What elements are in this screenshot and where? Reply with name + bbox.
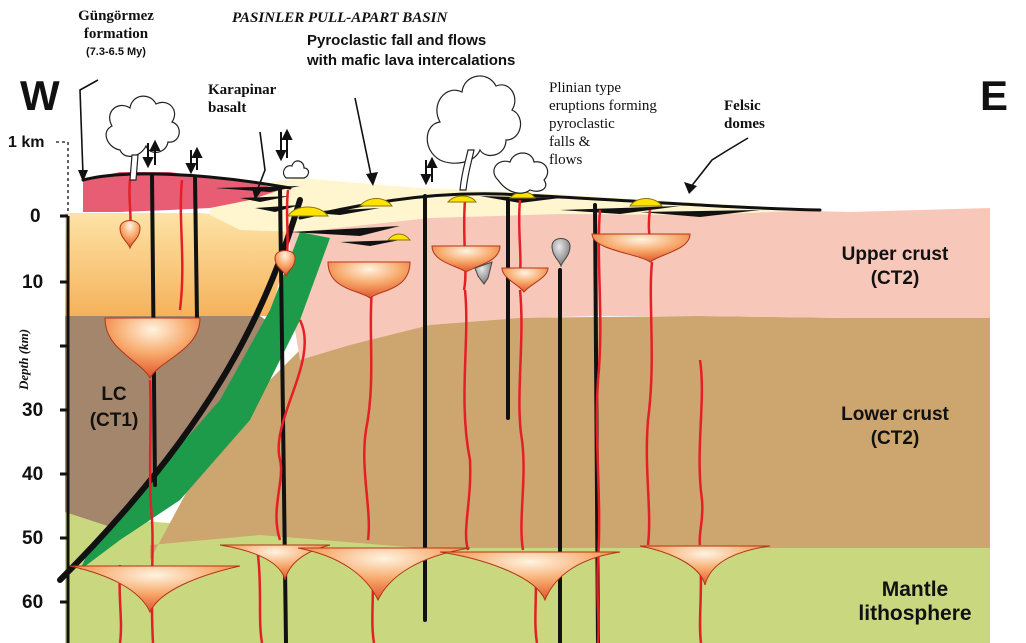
upper-crust-label-2: (CT2) — [820, 268, 970, 290]
depth-tick-50: 50 — [22, 528, 43, 550]
depth-tick-60: 60 — [22, 592, 43, 614]
mantle-label-1: Mantle — [840, 578, 990, 602]
depth-tick-30: 30 — [22, 400, 43, 422]
plinian-label-1: Plinian type — [549, 80, 621, 97]
depth-tick-40: 40 — [22, 464, 43, 486]
lower-crust-label-1: Lower crust — [820, 404, 970, 426]
gungormez-age: (7.3-6.5 My) — [56, 46, 176, 59]
west-label: W — [20, 72, 60, 120]
karapinar-label-2: basalt — [208, 100, 246, 117]
plinian-label-2: eruptions forming — [549, 98, 657, 115]
pyroclastic-label-2: with mafic lava intercalations — [307, 52, 515, 69]
depth-tick-0: 0 — [30, 206, 41, 228]
gungormez-label-2: formation — [56, 26, 176, 43]
gungormez-label: Güngörmez — [56, 8, 176, 25]
one-km-leader — [56, 142, 68, 212]
basin-title: PASINLER PULL-APART BASIN — [232, 10, 447, 27]
lower-crust-label-2: (CT2) — [820, 428, 970, 450]
east-label: E — [980, 72, 1008, 120]
felsic-label-2: domes — [724, 116, 765, 133]
felsic-label-1: Felsic — [724, 98, 761, 115]
one-km-label: 1 km — [8, 134, 44, 152]
depth-tick-10: 10 — [22, 272, 43, 294]
lc-ct1-label-1: LC — [84, 384, 144, 406]
upper-crust-label-1: Upper crust — [820, 244, 970, 266]
plinian-label-3: pyroclastic — [549, 116, 615, 133]
pyroclastic-label-1: Pyroclastic fall and flows — [307, 32, 486, 49]
mantle-label-2: lithosphere — [840, 602, 990, 626]
karapinar-label-1: Karapinar — [208, 82, 276, 99]
plinian-label-4: falls & — [549, 134, 590, 151]
plinian-label-5: flows — [549, 152, 582, 169]
depth-axis-label: Depth (km) — [17, 329, 32, 390]
lc-ct1-label-2: (CT1) — [79, 410, 149, 432]
